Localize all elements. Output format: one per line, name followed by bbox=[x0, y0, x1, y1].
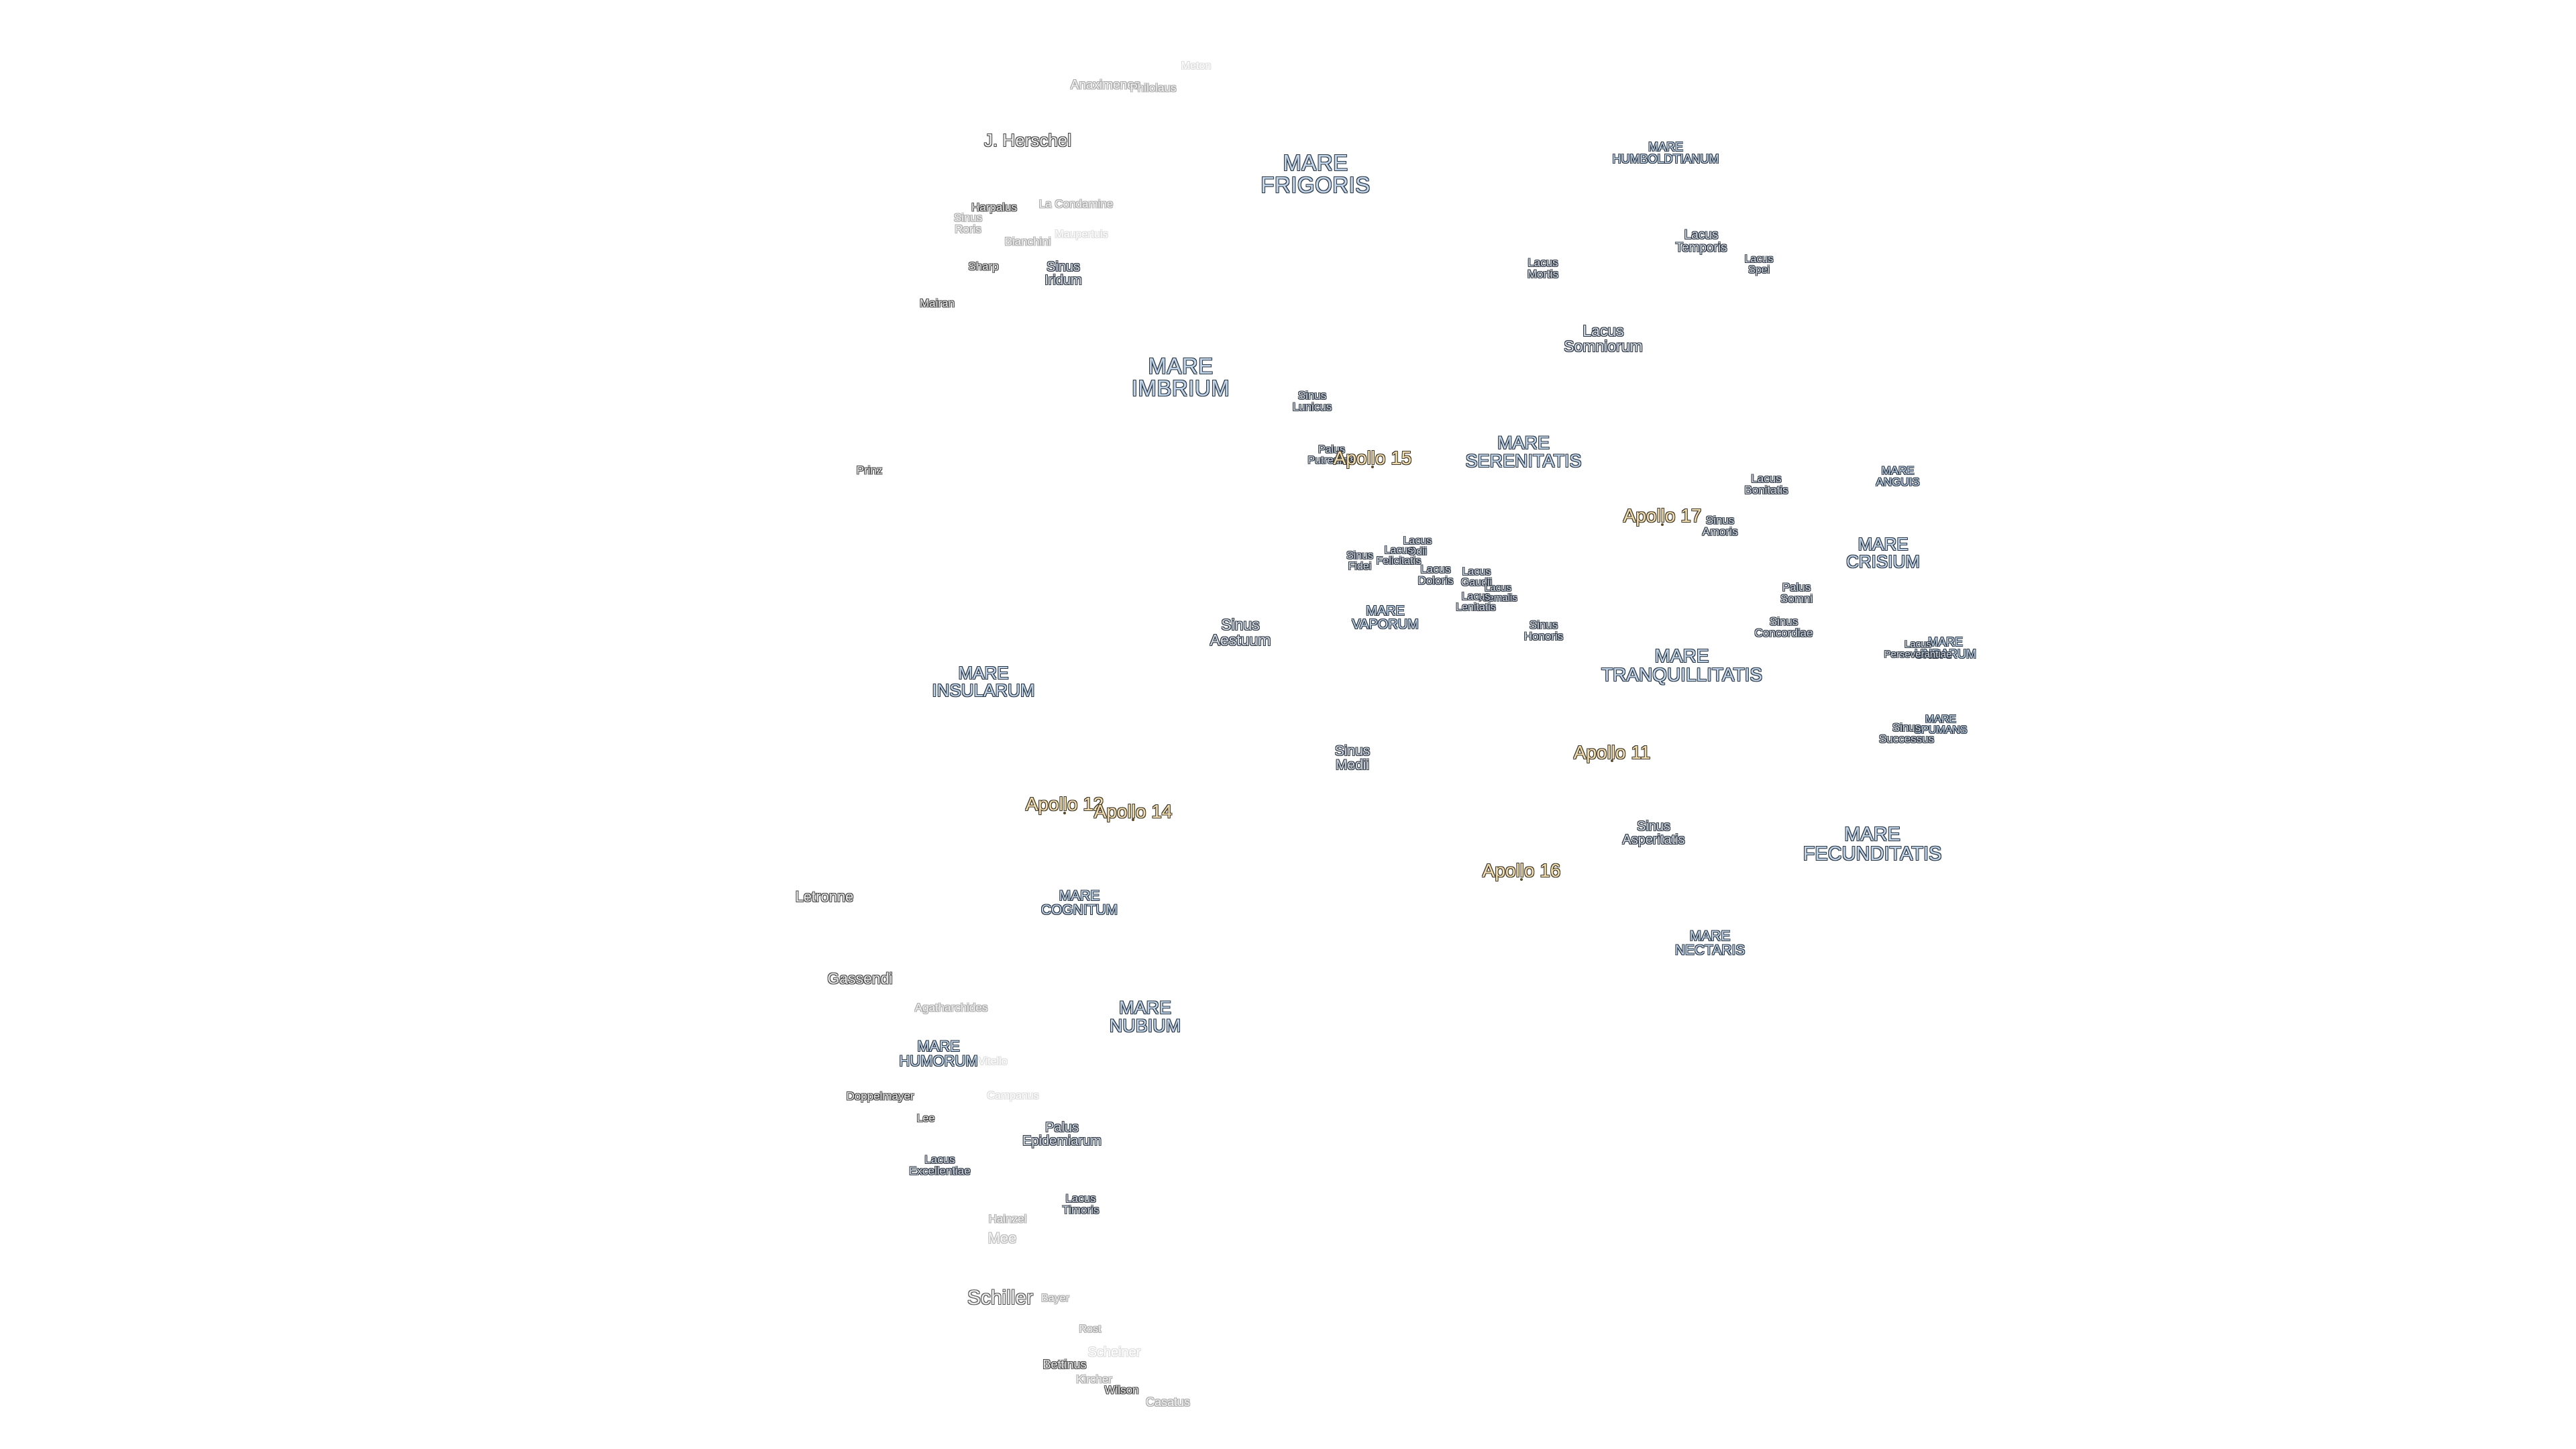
apollo-14-marker[interactable] bbox=[1132, 818, 1134, 821]
apollo-11-label[interactable]: Apollo 11 bbox=[1573, 742, 1651, 763]
anaximenes-label[interactable]: Anaximenes bbox=[1070, 78, 1141, 93]
casatus-label[interactable]: Casatus bbox=[1145, 1395, 1191, 1409]
scheiner-label[interactable]: Scheiner bbox=[1087, 1345, 1141, 1360]
mairan-label[interactable]: Mairan bbox=[920, 297, 955, 310]
philolaus-label[interactable]: Philolaus bbox=[1130, 81, 1177, 95]
lee-label[interactable]: Lee bbox=[916, 1113, 935, 1124]
doppelmayer-label[interactable]: Doppelmayer bbox=[846, 1089, 914, 1103]
hainzel-label[interactable]: Hainzel bbox=[988, 1212, 1027, 1226]
maupertuis-label[interactable]: Maupertuis bbox=[1055, 229, 1108, 240]
apollo-12-marker[interactable] bbox=[1063, 812, 1066, 814]
apollo-16-label[interactable]: Apollo 16 bbox=[1482, 860, 1561, 881]
agatharchides-label[interactable]: Agatharchides bbox=[914, 1001, 988, 1014]
apollo-17-marker[interactable] bbox=[1661, 523, 1664, 526]
mee-label[interactable]: Mee bbox=[987, 1230, 1017, 1246]
schiller-label[interactable]: Schiller bbox=[967, 1287, 1034, 1309]
sharp-label[interactable]: Sharp bbox=[968, 260, 999, 273]
kircher-label[interactable]: Kircher bbox=[1076, 1373, 1112, 1386]
apollo-15-label[interactable]: Apollo 15 bbox=[1333, 447, 1412, 468]
apollo-14-label[interactable]: Apollo 14 bbox=[1093, 801, 1173, 822]
apollo-15-marker[interactable] bbox=[1371, 466, 1374, 468]
bianchini-label[interactable]: Bianchini bbox=[1004, 235, 1051, 248]
prinz-label[interactable]: Prinz bbox=[856, 464, 883, 477]
gassendi-label[interactable]: Gassendi bbox=[827, 969, 893, 987]
vitello-label[interactable]: Vitello bbox=[978, 1056, 1008, 1067]
bayer-label[interactable]: Bayer bbox=[1041, 1293, 1069, 1304]
campanus-label[interactable]: Campanus bbox=[987, 1090, 1039, 1102]
bettinus-label[interactable]: Bettinus bbox=[1042, 1358, 1087, 1371]
la-condamine-label[interactable]: La Condamine bbox=[1038, 197, 1114, 211]
apollo-11-marker[interactable] bbox=[1611, 759, 1613, 762]
meton-label[interactable]: Meton bbox=[1181, 60, 1212, 72]
letronne-label[interactable]: Letronne bbox=[795, 888, 854, 905]
rost-label[interactable]: Rost bbox=[1079, 1324, 1102, 1335]
apollo-16-marker[interactable] bbox=[1520, 878, 1523, 881]
harpalus-label[interactable]: Harpalus bbox=[971, 201, 1018, 214]
apollo-17-label[interactable]: Apollo 17 bbox=[1623, 505, 1702, 526]
wilson-label[interactable]: Wilson bbox=[1104, 1383, 1139, 1397]
j-herschel-label[interactable]: J. Herschel bbox=[983, 130, 1072, 150]
apollo-12-label[interactable]: Apollo 12 bbox=[1025, 794, 1104, 814]
